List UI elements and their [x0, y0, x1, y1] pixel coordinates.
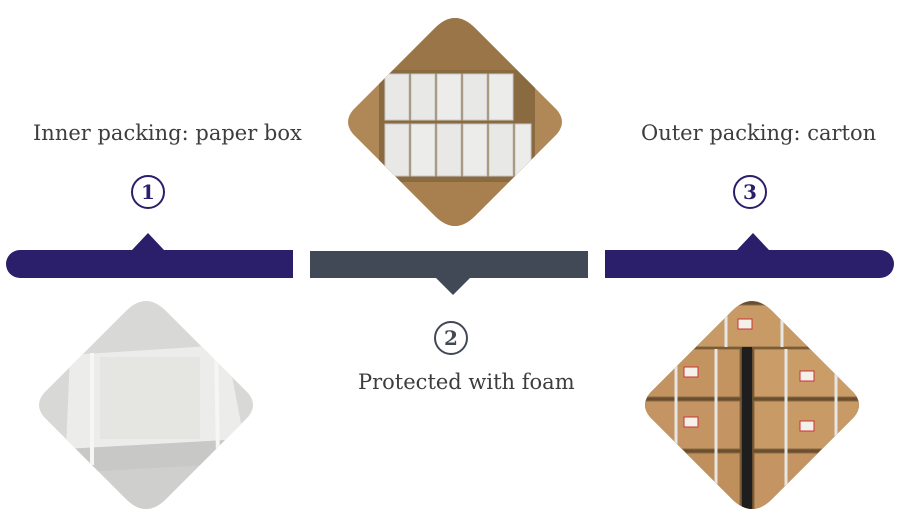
step-3-badge: 3: [733, 175, 767, 209]
step-1-badge: 1: [131, 175, 165, 209]
carton-stack-photo: [645, 301, 859, 509]
timeline-bar-right: [605, 233, 894, 278]
step-3-label: Outer packing: carton: [641, 121, 877, 145]
step-2-badge: 2: [434, 321, 468, 355]
foam-carton-photo: [348, 18, 562, 226]
timeline-bar-middle: [310, 251, 588, 295]
timeline-bar-left: [6, 233, 293, 278]
step-1-label: Inner packing: paper box: [33, 121, 302, 145]
paper-box-photo: [39, 301, 253, 509]
step-2-label: Protected with foam: [358, 370, 575, 394]
